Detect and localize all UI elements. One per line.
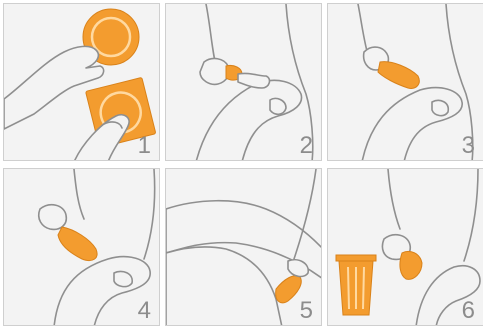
step-panel-5: 5 — [165, 168, 322, 326]
step-number: 2 — [300, 134, 313, 158]
step-5-illustration — [166, 169, 322, 326]
hand-shape — [39, 205, 67, 230]
step-6-illustration — [328, 169, 483, 326]
step-panel-4: 4 — [3, 168, 160, 326]
thigh-shape — [362, 88, 462, 161]
partner-body-shape — [166, 247, 282, 326]
step-number: 4 — [138, 299, 151, 323]
step-panel-1: 1 — [3, 3, 160, 161]
step-3-illustration — [328, 4, 483, 161]
trash-bin-icon — [336, 255, 376, 315]
step-1-illustration — [4, 4, 160, 161]
step-panel-6: 6 — [327, 168, 483, 326]
thigh-shape — [54, 257, 150, 326]
step-number: 3 — [462, 134, 475, 158]
step-2-illustration — [166, 4, 322, 161]
step-4-illustration — [4, 169, 160, 326]
condom-on-icon — [276, 276, 302, 303]
step-panel-2: 2 — [165, 3, 322, 161]
thigh-shape — [196, 80, 302, 161]
condom-rolled-icon — [378, 62, 419, 89]
condom-removed-icon — [400, 251, 422, 279]
step-number: 5 — [300, 299, 313, 323]
step-panel-3: 3 — [327, 3, 483, 161]
condom-on-icon — [58, 227, 97, 261]
hand-shape — [4, 46, 104, 129]
step-number: 1 — [138, 134, 151, 158]
hand-shape — [200, 59, 229, 85]
step-number: 6 — [462, 299, 475, 323]
